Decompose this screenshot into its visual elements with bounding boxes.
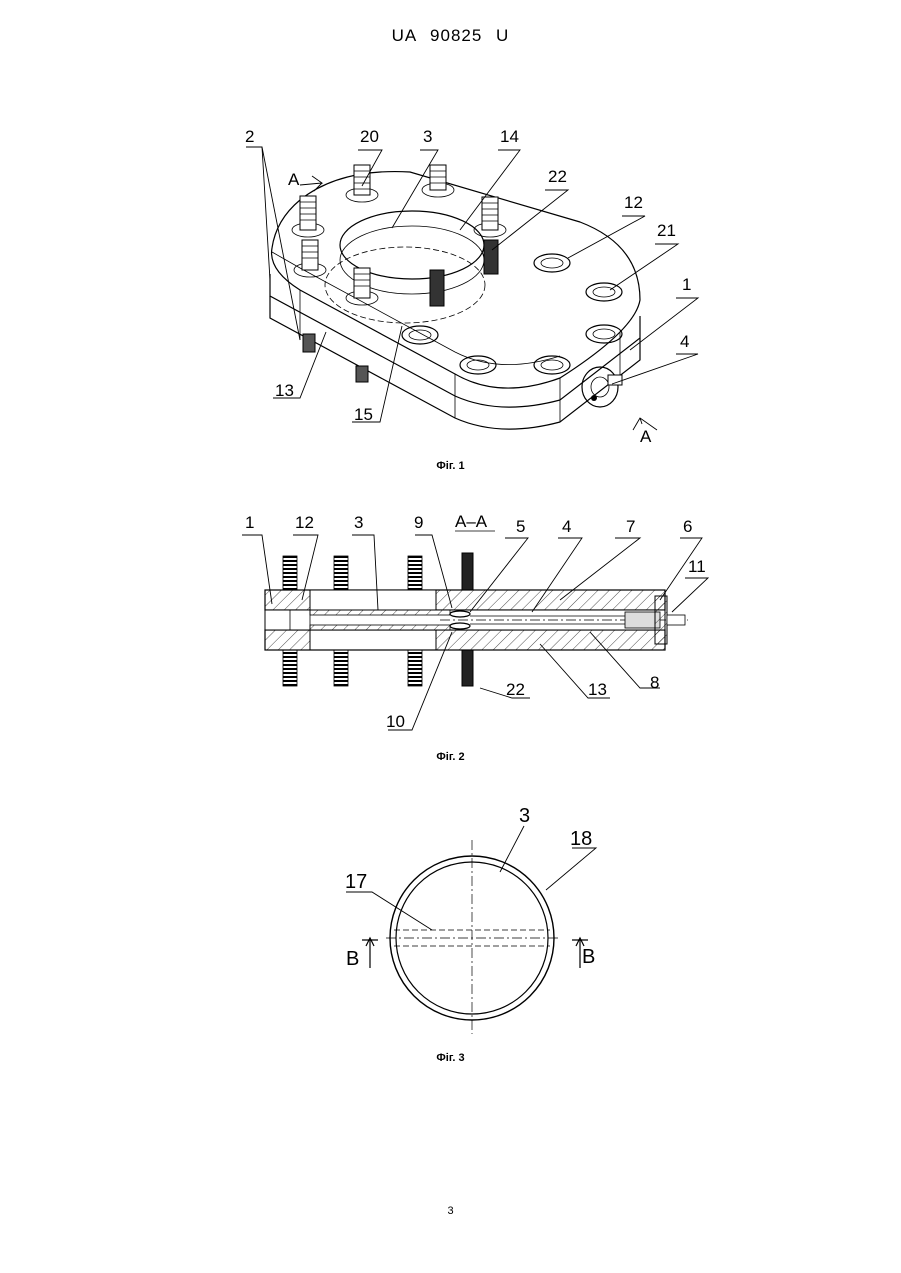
p-label-18: 18 xyxy=(570,828,592,850)
figure-3-labels: 3 17 18 B B xyxy=(345,805,595,970)
section-b-left: B xyxy=(346,948,359,970)
page-number: 3 xyxy=(0,1205,901,1217)
p-label-17: 17 xyxy=(345,871,367,893)
section-b-right: B xyxy=(582,946,595,968)
p-label-3: 3 xyxy=(519,805,530,827)
figure-3-caption: Фіг. 3 xyxy=(0,1052,901,1064)
